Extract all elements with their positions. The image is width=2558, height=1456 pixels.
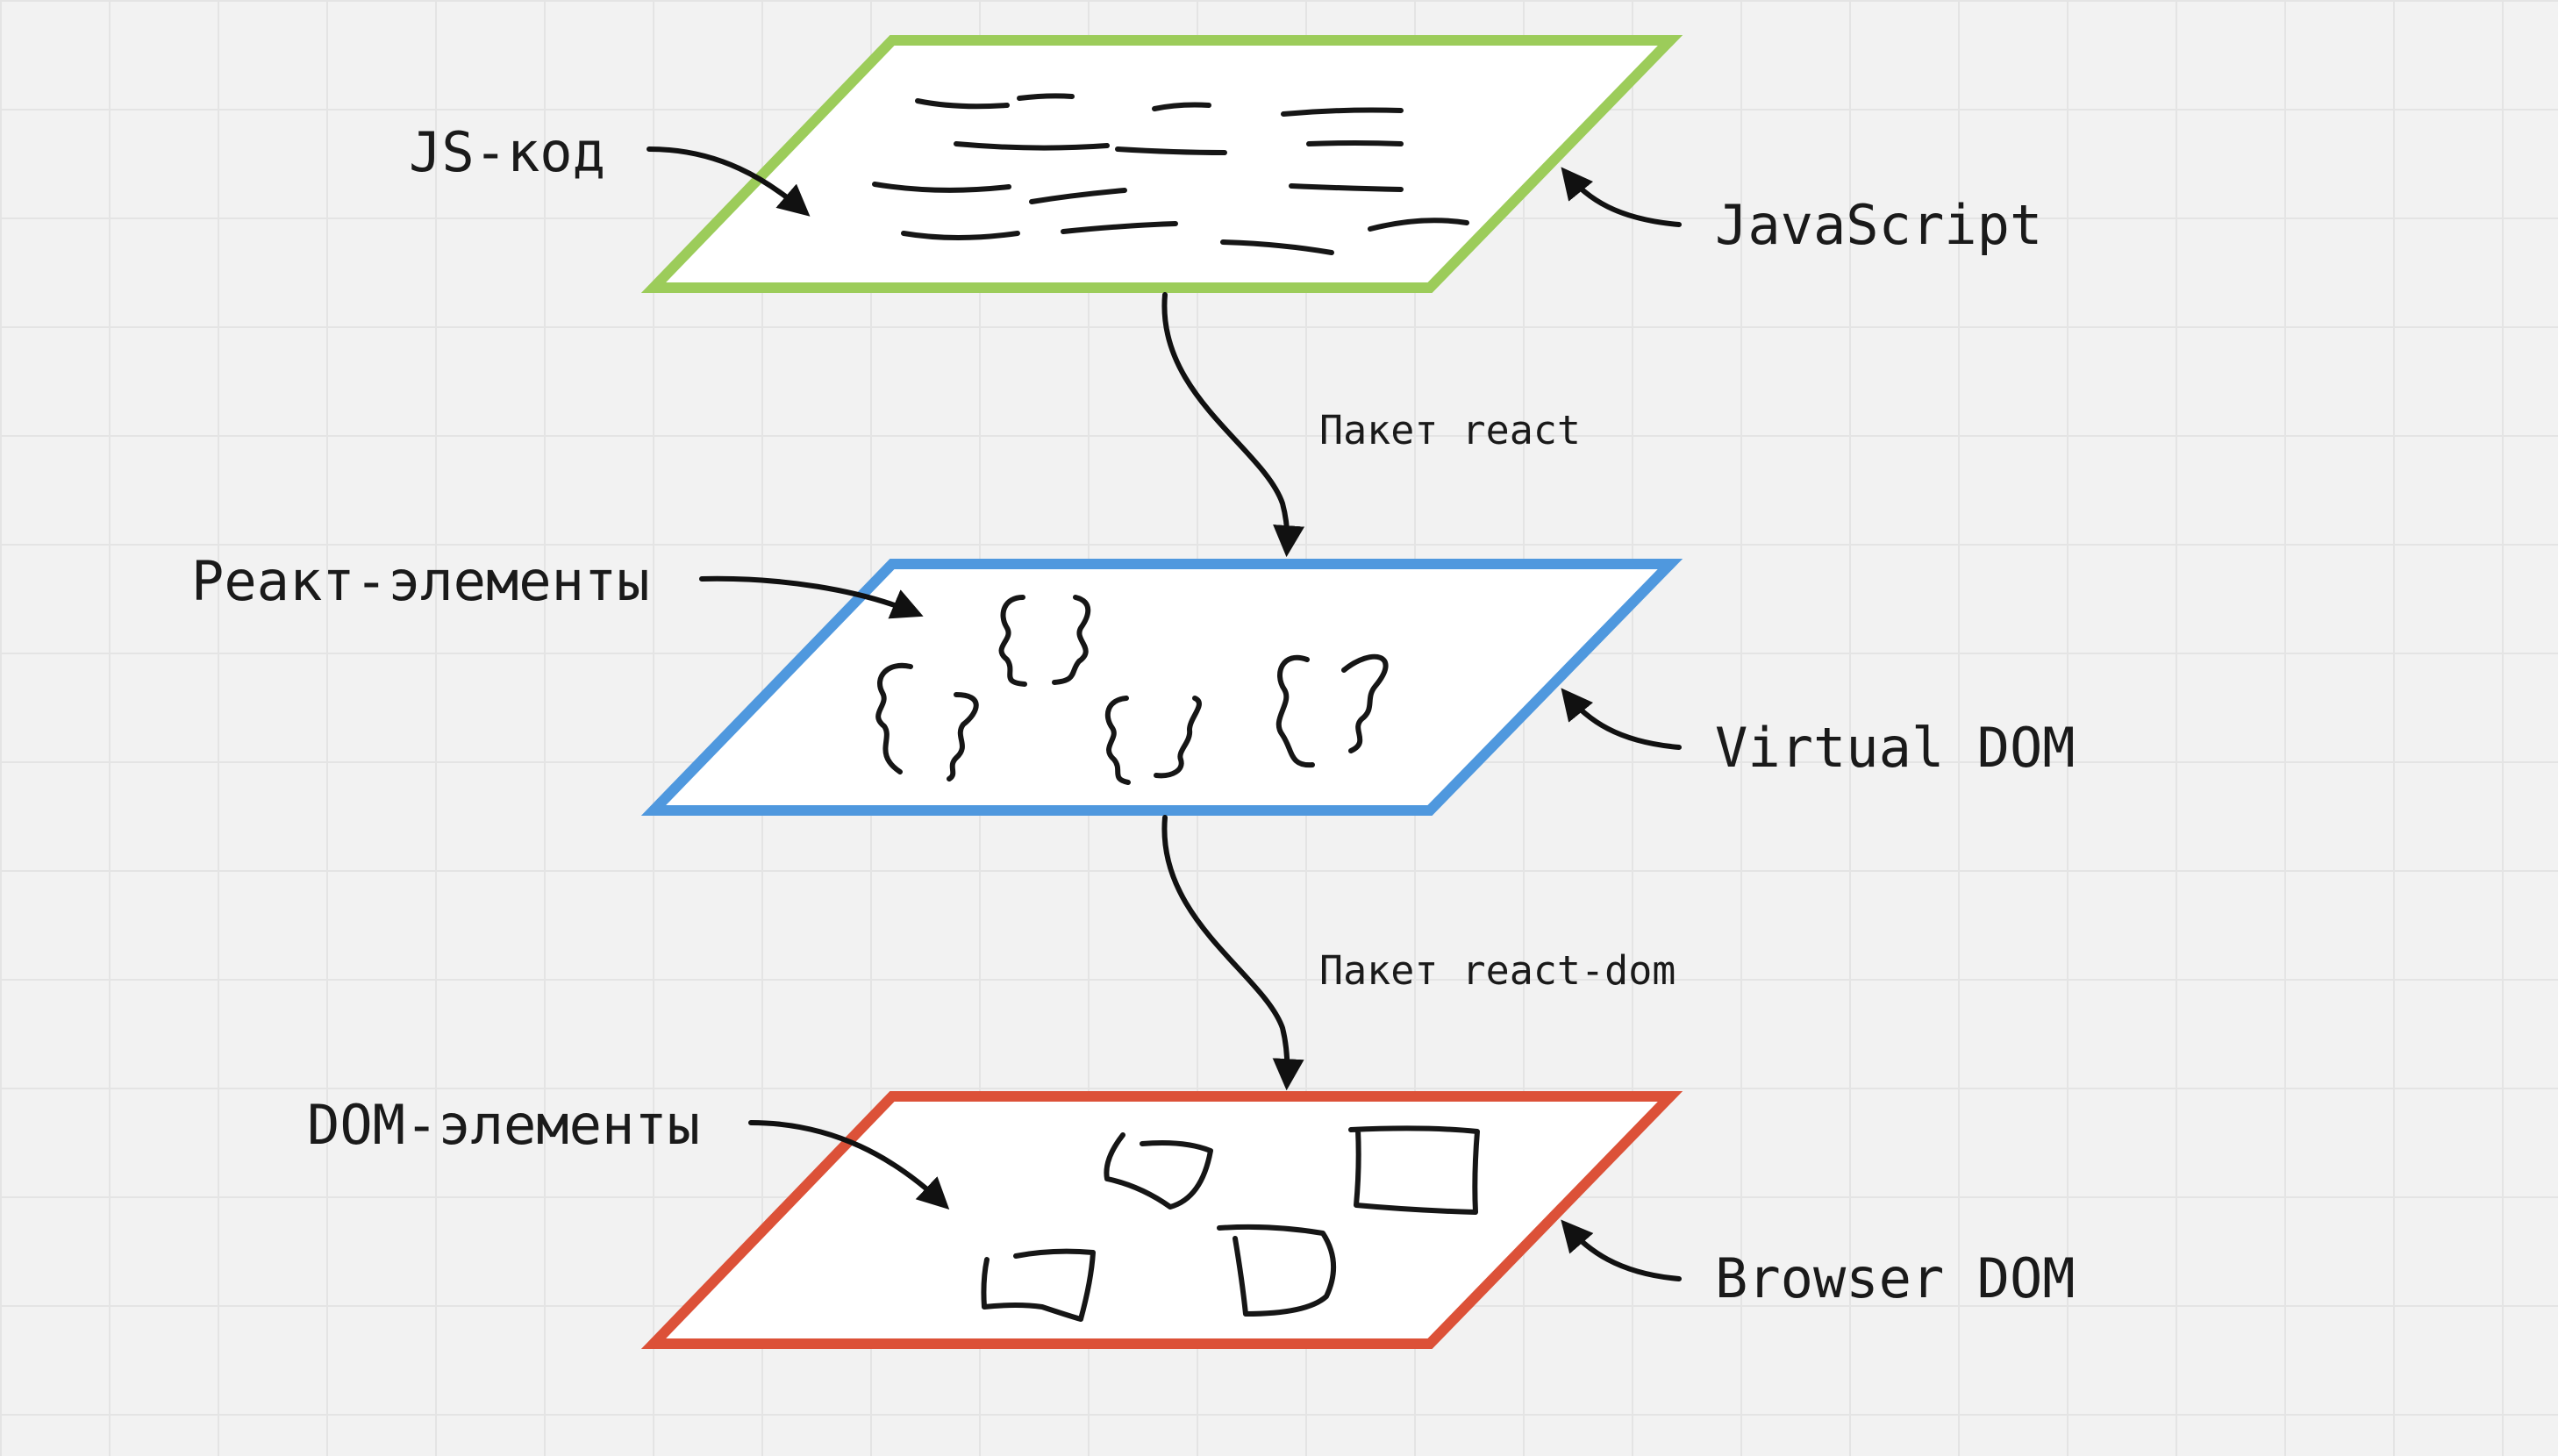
js-code-label: JS-код: [409, 120, 605, 184]
dom-element-scribbles: [981, 1125, 1480, 1322]
virtual-dom-layer-plane: [640, 559, 1683, 816]
react-elements-pointer: [699, 575, 924, 619]
code-scribbles: [872, 93, 1469, 255]
dom-elements-label: DOM-элементы: [307, 1093, 700, 1157]
virtual-dom-label: Virtual DOM: [1715, 716, 2076, 780]
react-package-connector: [1161, 292, 1305, 558]
javascript-pointer: [1561, 167, 1682, 227]
browser-dom-label: Browser DOM: [1715, 1246, 2076, 1310]
js-code-pointer: [647, 146, 811, 217]
javascript-label: JavaScript: [1715, 193, 2043, 257]
javascript-layer-plane: [640, 35, 1683, 293]
react-element-scribbles: [875, 595, 1389, 785]
browser-dom-pointer: [1561, 1219, 1682, 1281]
react-dom-package-label: Пакет react-dom: [1319, 947, 1676, 994]
virtual-dom-pointer: [1561, 688, 1682, 750]
react-dom-package-connector: [1161, 815, 1304, 1091]
browser-dom-layer-plane: [640, 1091, 1683, 1349]
react-elements-label: Реакт-элементы: [191, 549, 650, 613]
dom-elements-pointer: [748, 1120, 950, 1210]
react-package-label: Пакет react: [1319, 407, 1582, 453]
